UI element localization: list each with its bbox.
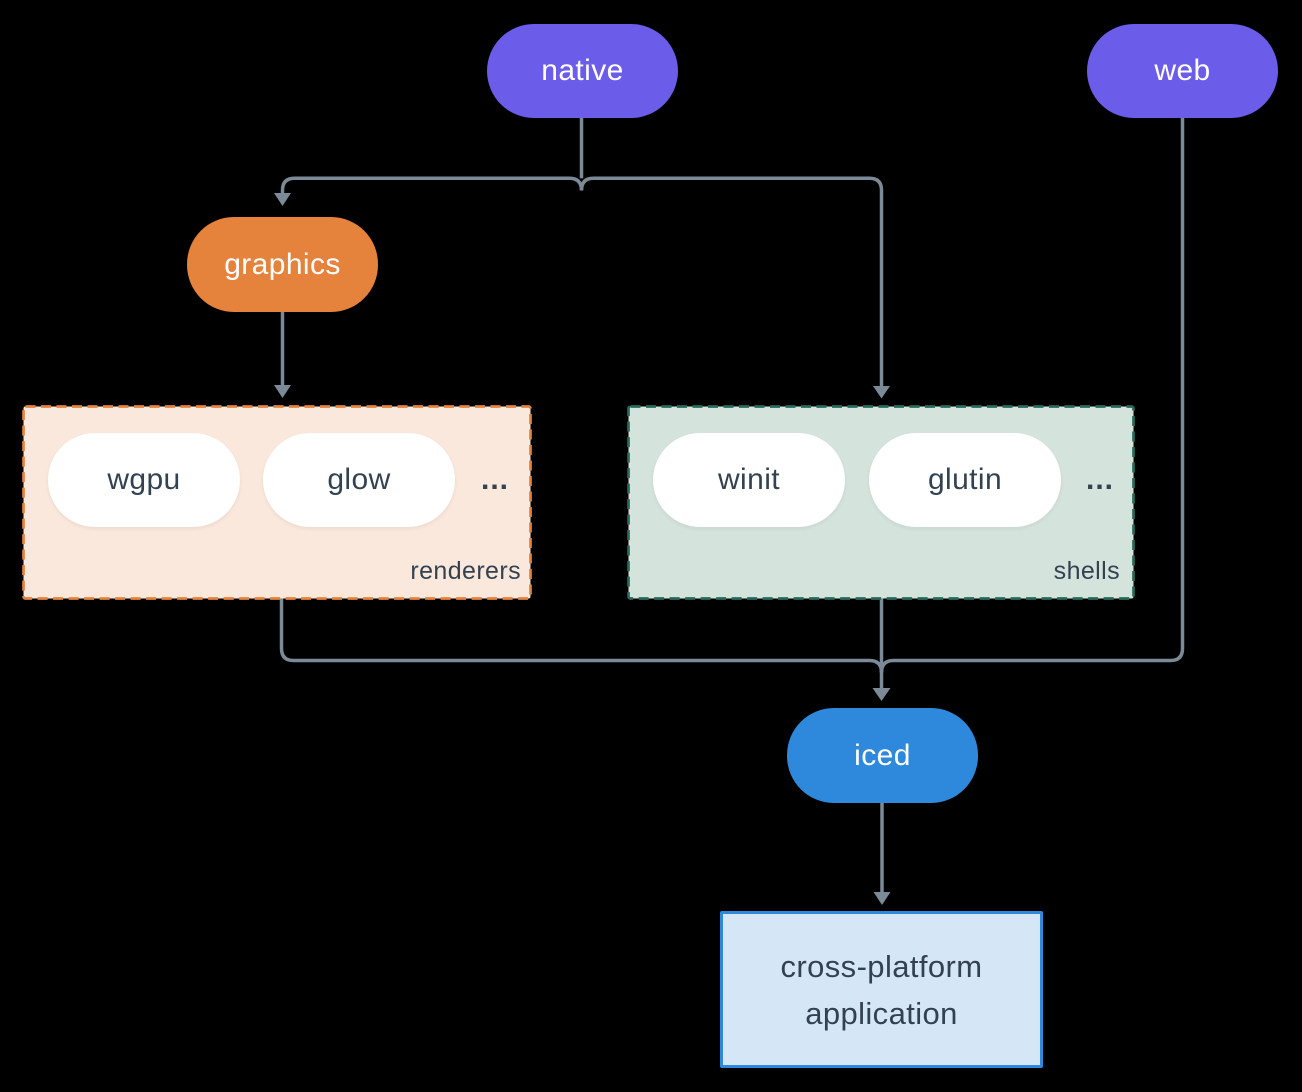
- node-graphics: graphics: [187, 217, 378, 312]
- renderers-ellipsis: ...: [480, 463, 509, 496]
- node-native: native: [487, 24, 678, 118]
- arrowhead-graphics: [274, 193, 291, 206]
- edge-native-graphics: [280, 176, 570, 193]
- edge-merge-fillet-right: [879, 658, 894, 673]
- arrowhead-shells: [873, 386, 890, 399]
- shells-group-label: shells: [1053, 557, 1120, 585]
- pill-glutin: glutin: [869, 433, 1061, 527]
- edge-merge-fillet-left: [869, 658, 884, 673]
- node-iced-label: iced: [854, 738, 911, 772]
- application-box: cross-platform application: [720, 911, 1043, 1068]
- edge-split-fillet-right: [579, 176, 594, 191]
- node-web: web: [1087, 24, 1278, 118]
- pill-wgpu: wgpu: [48, 433, 240, 527]
- pill-glow-label: glow: [327, 463, 391, 496]
- pill-winit: winit: [653, 433, 845, 527]
- arrowhead-renderers: [274, 385, 291, 398]
- edge-renderers-merge: [279, 598, 870, 663]
- application-label: cross-platform application: [780, 948, 983, 1031]
- node-iced: iced: [787, 708, 978, 803]
- pill-glutin-label: glutin: [927, 463, 1003, 496]
- arrowhead-iced: [872, 688, 891, 701]
- node-web-label: web: [1154, 54, 1211, 87]
- pill-winit-label: winit: [717, 463, 780, 496]
- shells-ellipsis: ...: [1085, 463, 1114, 496]
- edge-split-fillet-left: [569, 176, 584, 191]
- edge-web-merge: [893, 118, 1185, 663]
- pill-wgpu-label: wgpu: [107, 463, 181, 496]
- node-native-label: native: [541, 54, 624, 87]
- arrowhead-application: [873, 892, 891, 905]
- node-graphics-label: graphics: [224, 247, 341, 281]
- pill-glow: glow: [263, 433, 455, 527]
- edge-native-shells: [593, 176, 884, 386]
- renderers-group-label: renderers: [410, 557, 521, 585]
